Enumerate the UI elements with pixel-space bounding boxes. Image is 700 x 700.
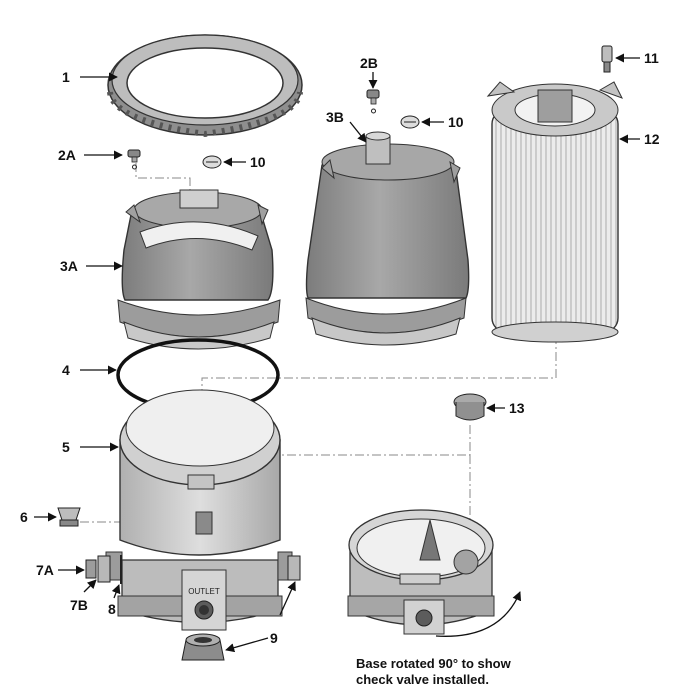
callout-8: 8 (108, 601, 116, 617)
tank-lid-3a (117, 189, 281, 350)
callout-7b: 7B (70, 597, 88, 613)
callout-10-right: 10 (448, 114, 464, 130)
pressure-gauge-right (400, 115, 420, 129)
callout-labels: 1 2A 10 2B 3B 10 3A 4 5 6 7A 7B 8 9 11 1… (20, 50, 660, 646)
callout-2b: 2B (360, 55, 378, 71)
check-valve (453, 393, 487, 421)
callout-10-left: 10 (250, 154, 266, 170)
filter-cartridge (486, 81, 624, 343)
union-nut (181, 633, 225, 661)
callout-11: 11 (644, 50, 659, 66)
outlet-label: OUTLET (188, 587, 220, 596)
lock-ring (107, 34, 303, 138)
callout-5: 5 (62, 439, 70, 455)
cartridge-clip (601, 45, 613, 73)
union-adapter-right (287, 555, 301, 581)
union-parts-7a-7b-8 (85, 555, 122, 584)
tank-lid-3b (305, 131, 470, 346)
air-relief-valve-2a (127, 149, 141, 170)
callout-3b: 3B (326, 109, 344, 125)
callout-12: 12 (644, 131, 660, 147)
callout-7a: 7A (36, 562, 54, 578)
tank-body: OUTLET (105, 389, 293, 631)
leader-lines (34, 53, 640, 653)
air-relief-valve-2b (366, 89, 380, 114)
pressure-gauge-left (202, 155, 222, 169)
drain-plug (57, 507, 81, 527)
base-rotation-caption: Base rotated 90° to show check valve ins… (356, 656, 512, 687)
callout-1: 1 (62, 69, 70, 85)
callout-3a: 3A (60, 258, 78, 274)
callout-9: 9 (270, 630, 278, 646)
callout-13: 13 (509, 400, 525, 416)
caption-line-1: Base rotated 90° to show (356, 656, 512, 671)
callout-2a: 2A (58, 147, 76, 163)
caption-line-2: check valve installed. (356, 672, 489, 687)
callout-4: 4 (62, 362, 70, 378)
rotated-base (347, 509, 522, 637)
callout-6: 6 (20, 509, 28, 525)
